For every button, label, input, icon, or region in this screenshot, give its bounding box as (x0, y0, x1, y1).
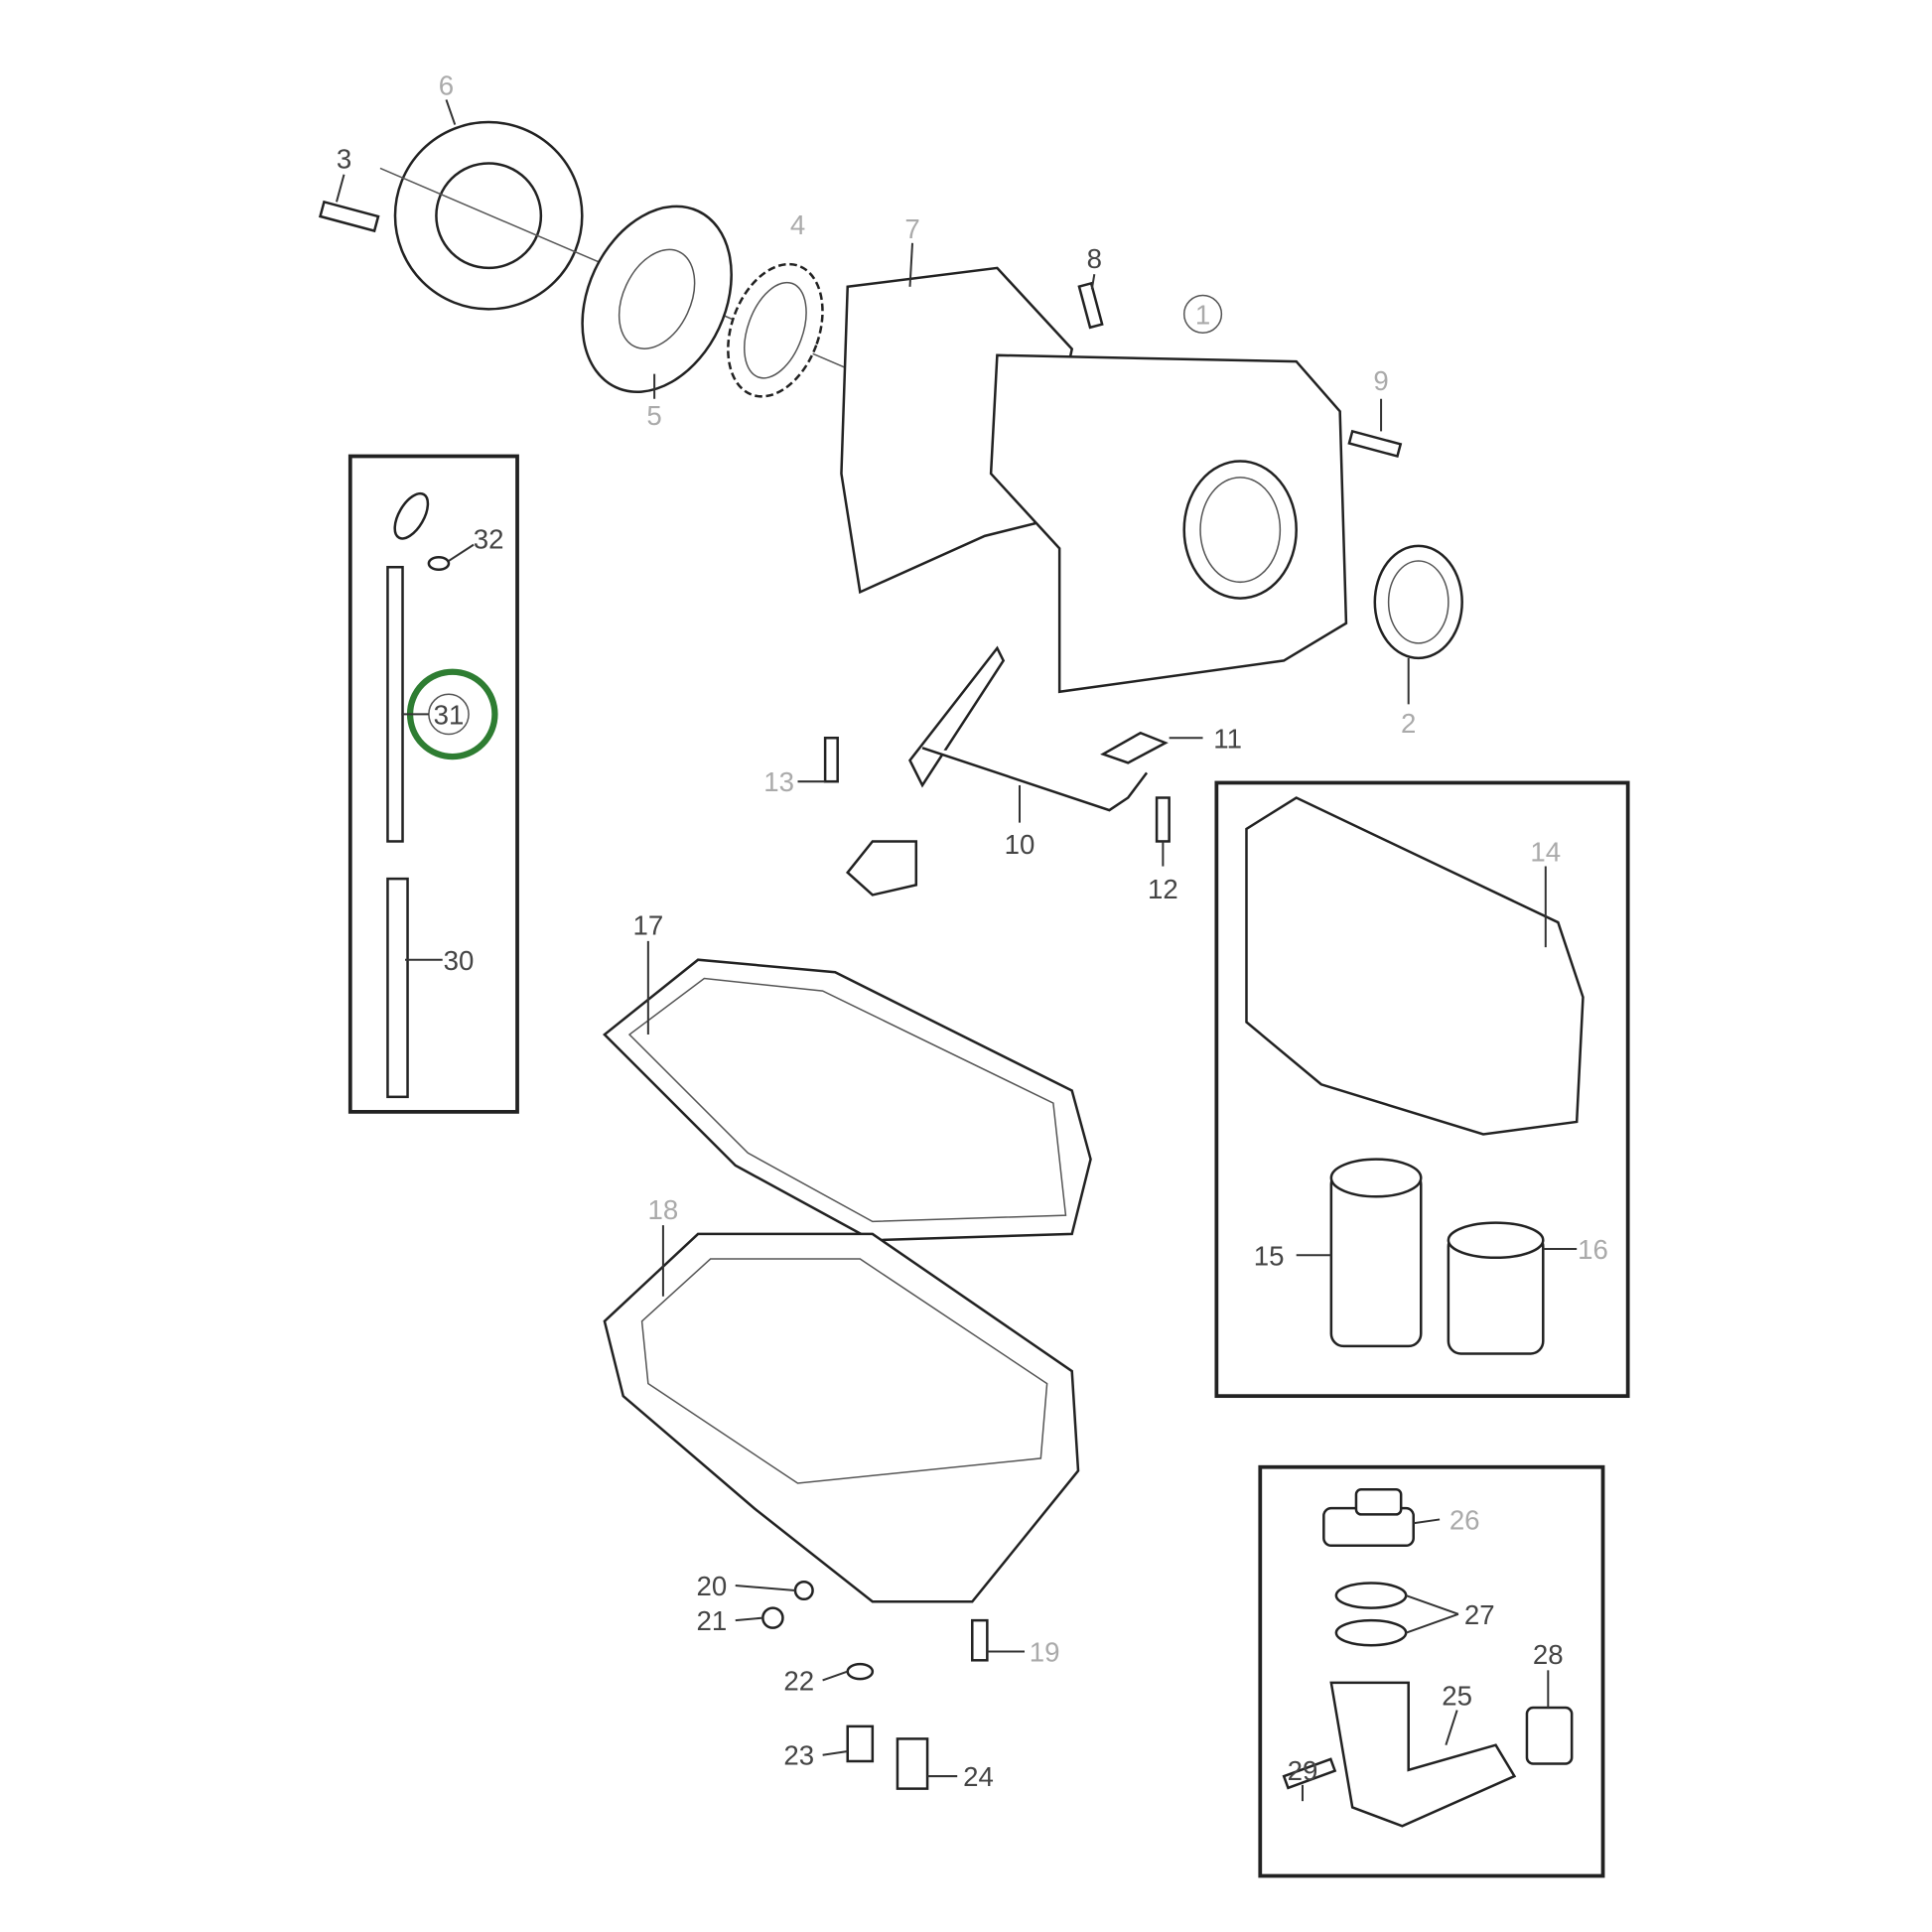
part-32-o-ring[interactable] (427, 555, 451, 572)
callout-16[interactable]: 16 (1578, 1234, 1608, 1265)
callout-12[interactable]: 12 (1148, 874, 1178, 904)
callout-29[interactable]: 29 (1288, 1755, 1318, 1786)
part-18-oil-pan[interactable] (603, 1232, 1080, 1603)
part-14-filter-housing[interactable] (1245, 796, 1585, 1136)
callout-25[interactable]: 25 (1442, 1681, 1472, 1712)
callout-10[interactable]: 10 (1005, 829, 1035, 860)
part-15-oil-filter[interactable] (1329, 1158, 1423, 1348)
part-7-gasket[interactable] (840, 266, 1074, 595)
part-2-seal[interactable] (1373, 544, 1463, 660)
part-16-oil-filter[interactable] (1447, 1221, 1545, 1355)
callout-17[interactable]: 17 (632, 910, 663, 941)
callout-8[interactable]: 8 (1087, 243, 1102, 274)
callout-18[interactable]: 18 (648, 1194, 679, 1225)
part-30-tube[interactable] (386, 877, 409, 1099)
part-23-plug[interactable] (846, 1725, 875, 1763)
callout-6[interactable]: 6 (439, 69, 454, 100)
callout-13[interactable]: 13 (763, 766, 794, 797)
dipstick-group-box (347, 454, 519, 1114)
callout-30[interactable]: 30 (444, 945, 475, 976)
part-31-dipstick[interactable] (386, 488, 434, 843)
callout-5[interactable]: 5 (646, 400, 661, 431)
part-29-bolt[interactable] (1282, 1757, 1337, 1790)
callout-9[interactable]: 9 (1373, 365, 1388, 396)
part-28-gasket[interactable] (1525, 1706, 1574, 1765)
callout-15[interactable]: 15 (1254, 1240, 1285, 1271)
callout-7[interactable]: 7 (904, 213, 919, 244)
callout-3[interactable]: 3 (337, 143, 351, 174)
callout-14[interactable]: 14 (1530, 837, 1561, 868)
callout-21[interactable]: 21 (697, 1605, 728, 1636)
callout-20[interactable]: 20 (697, 1571, 728, 1601)
leader-lines (336, 99, 1578, 1802)
part-25-filler-pipe[interactable] (1329, 1681, 1517, 1828)
part-17-pan-gasket[interactable] (603, 958, 1092, 1242)
part-22-washer[interactable] (846, 1662, 875, 1681)
part-10-oil-pickup[interactable] (846, 645, 1149, 897)
part-19-bolt[interactable] (971, 1618, 989, 1662)
callout-4[interactable]: 4 (790, 209, 805, 240)
oil-filter-group-box (1214, 780, 1630, 1399)
callout-19[interactable]: 19 (1030, 1637, 1060, 1668)
callout-24[interactable]: 24 (963, 1761, 994, 1792)
part-8-pin[interactable] (1077, 281, 1104, 330)
callout-28[interactable]: 28 (1533, 1639, 1564, 1670)
part-20-washer[interactable] (793, 1580, 814, 1601)
part-24-plug[interactable] (896, 1737, 929, 1790)
callout-23[interactable]: 23 (783, 1740, 814, 1771)
part-4-gear[interactable] (711, 251, 840, 410)
part-12-bolt[interactable] (1155, 796, 1171, 843)
part-6-plate[interactable] (379, 120, 861, 375)
callout-22[interactable]: 22 (783, 1665, 814, 1696)
part-9-bolt[interactable] (1347, 429, 1403, 459)
part-13-bolt[interactable] (823, 736, 839, 783)
callout-11[interactable]: 11 (1213, 723, 1242, 754)
oil-filler-group-box (1258, 1464, 1605, 1878)
part-1-oil-pump-housing[interactable] (989, 353, 1348, 694)
callout-2[interactable]: 2 (1401, 708, 1416, 739)
part-27-seal-ring-b[interactable] (1334, 1618, 1408, 1647)
callout-31[interactable]: 31 (434, 699, 465, 730)
part-5-disc[interactable] (554, 182, 760, 416)
part-27-seal-ring-a[interactable] (1334, 1582, 1408, 1609)
callout-27[interactable]: 27 (1464, 1599, 1495, 1630)
part-21-plug[interactable] (761, 1606, 784, 1629)
callout-1[interactable]: 1 (1195, 299, 1210, 330)
callout-ring-1 (1182, 294, 1223, 334)
callout-26[interactable]: 26 (1449, 1504, 1480, 1535)
callout-32[interactable]: 32 (474, 523, 504, 554)
part-26-filler-cap[interactable] (1322, 1488, 1415, 1548)
part-11-gasket[interactable] (1100, 731, 1169, 764)
part-3-bolt[interactable] (318, 200, 380, 233)
